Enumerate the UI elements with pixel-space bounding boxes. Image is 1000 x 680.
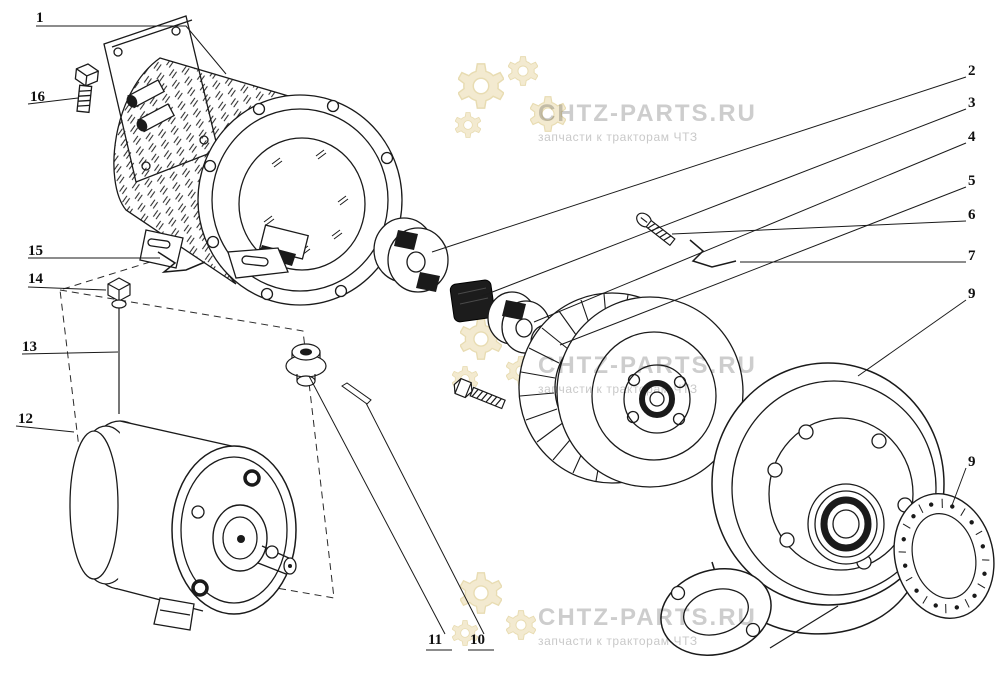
pulley-drum	[711, 362, 945, 606]
part-label-11: 11	[428, 632, 443, 648]
terminal-stud	[126, 79, 166, 109]
part-label-14: 14	[28, 271, 43, 287]
part-label-13: 13	[22, 339, 37, 355]
stud-bolt-14	[107, 277, 131, 414]
part-label-12: 12	[18, 411, 33, 427]
leader-lines	[15, 25, 967, 651]
generator-assembly	[74, 15, 403, 306]
bracket-housing	[660, 561, 919, 656]
assembly-dashed-outline	[59, 261, 335, 599]
rubber-coupling-block	[449, 279, 496, 323]
part-label-6: 6	[968, 207, 976, 223]
taper-pin	[341, 382, 372, 405]
part-label-15: 15	[28, 243, 43, 259]
gasket-ring	[893, 493, 995, 619]
part-label-16: 16	[30, 89, 45, 105]
gasket-holes	[901, 502, 987, 610]
part-label-9-upper: 9	[968, 286, 976, 302]
part-label-1: 1	[36, 10, 44, 26]
part-label-9-lower: 9	[968, 454, 976, 470]
part-label-4: 4	[968, 129, 976, 145]
fan-wheel	[518, 292, 744, 488]
flanged-nut	[285, 343, 327, 387]
mounting-screw	[453, 377, 506, 410]
part-label-3: 3	[968, 95, 976, 111]
brush-spring-15	[157, 251, 206, 273]
part-label-5: 5	[968, 173, 976, 189]
terminal-stud	[136, 103, 176, 133]
brush-spring-7	[689, 239, 737, 268]
part-label-2: 2	[968, 63, 976, 79]
part-label-7: 7	[968, 248, 976, 264]
part-label-10: 10	[470, 632, 485, 648]
magneto-assembly	[69, 420, 297, 631]
coupling-half-front	[373, 217, 449, 293]
screw-6	[636, 212, 676, 247]
bolt-16	[74, 63, 99, 114]
